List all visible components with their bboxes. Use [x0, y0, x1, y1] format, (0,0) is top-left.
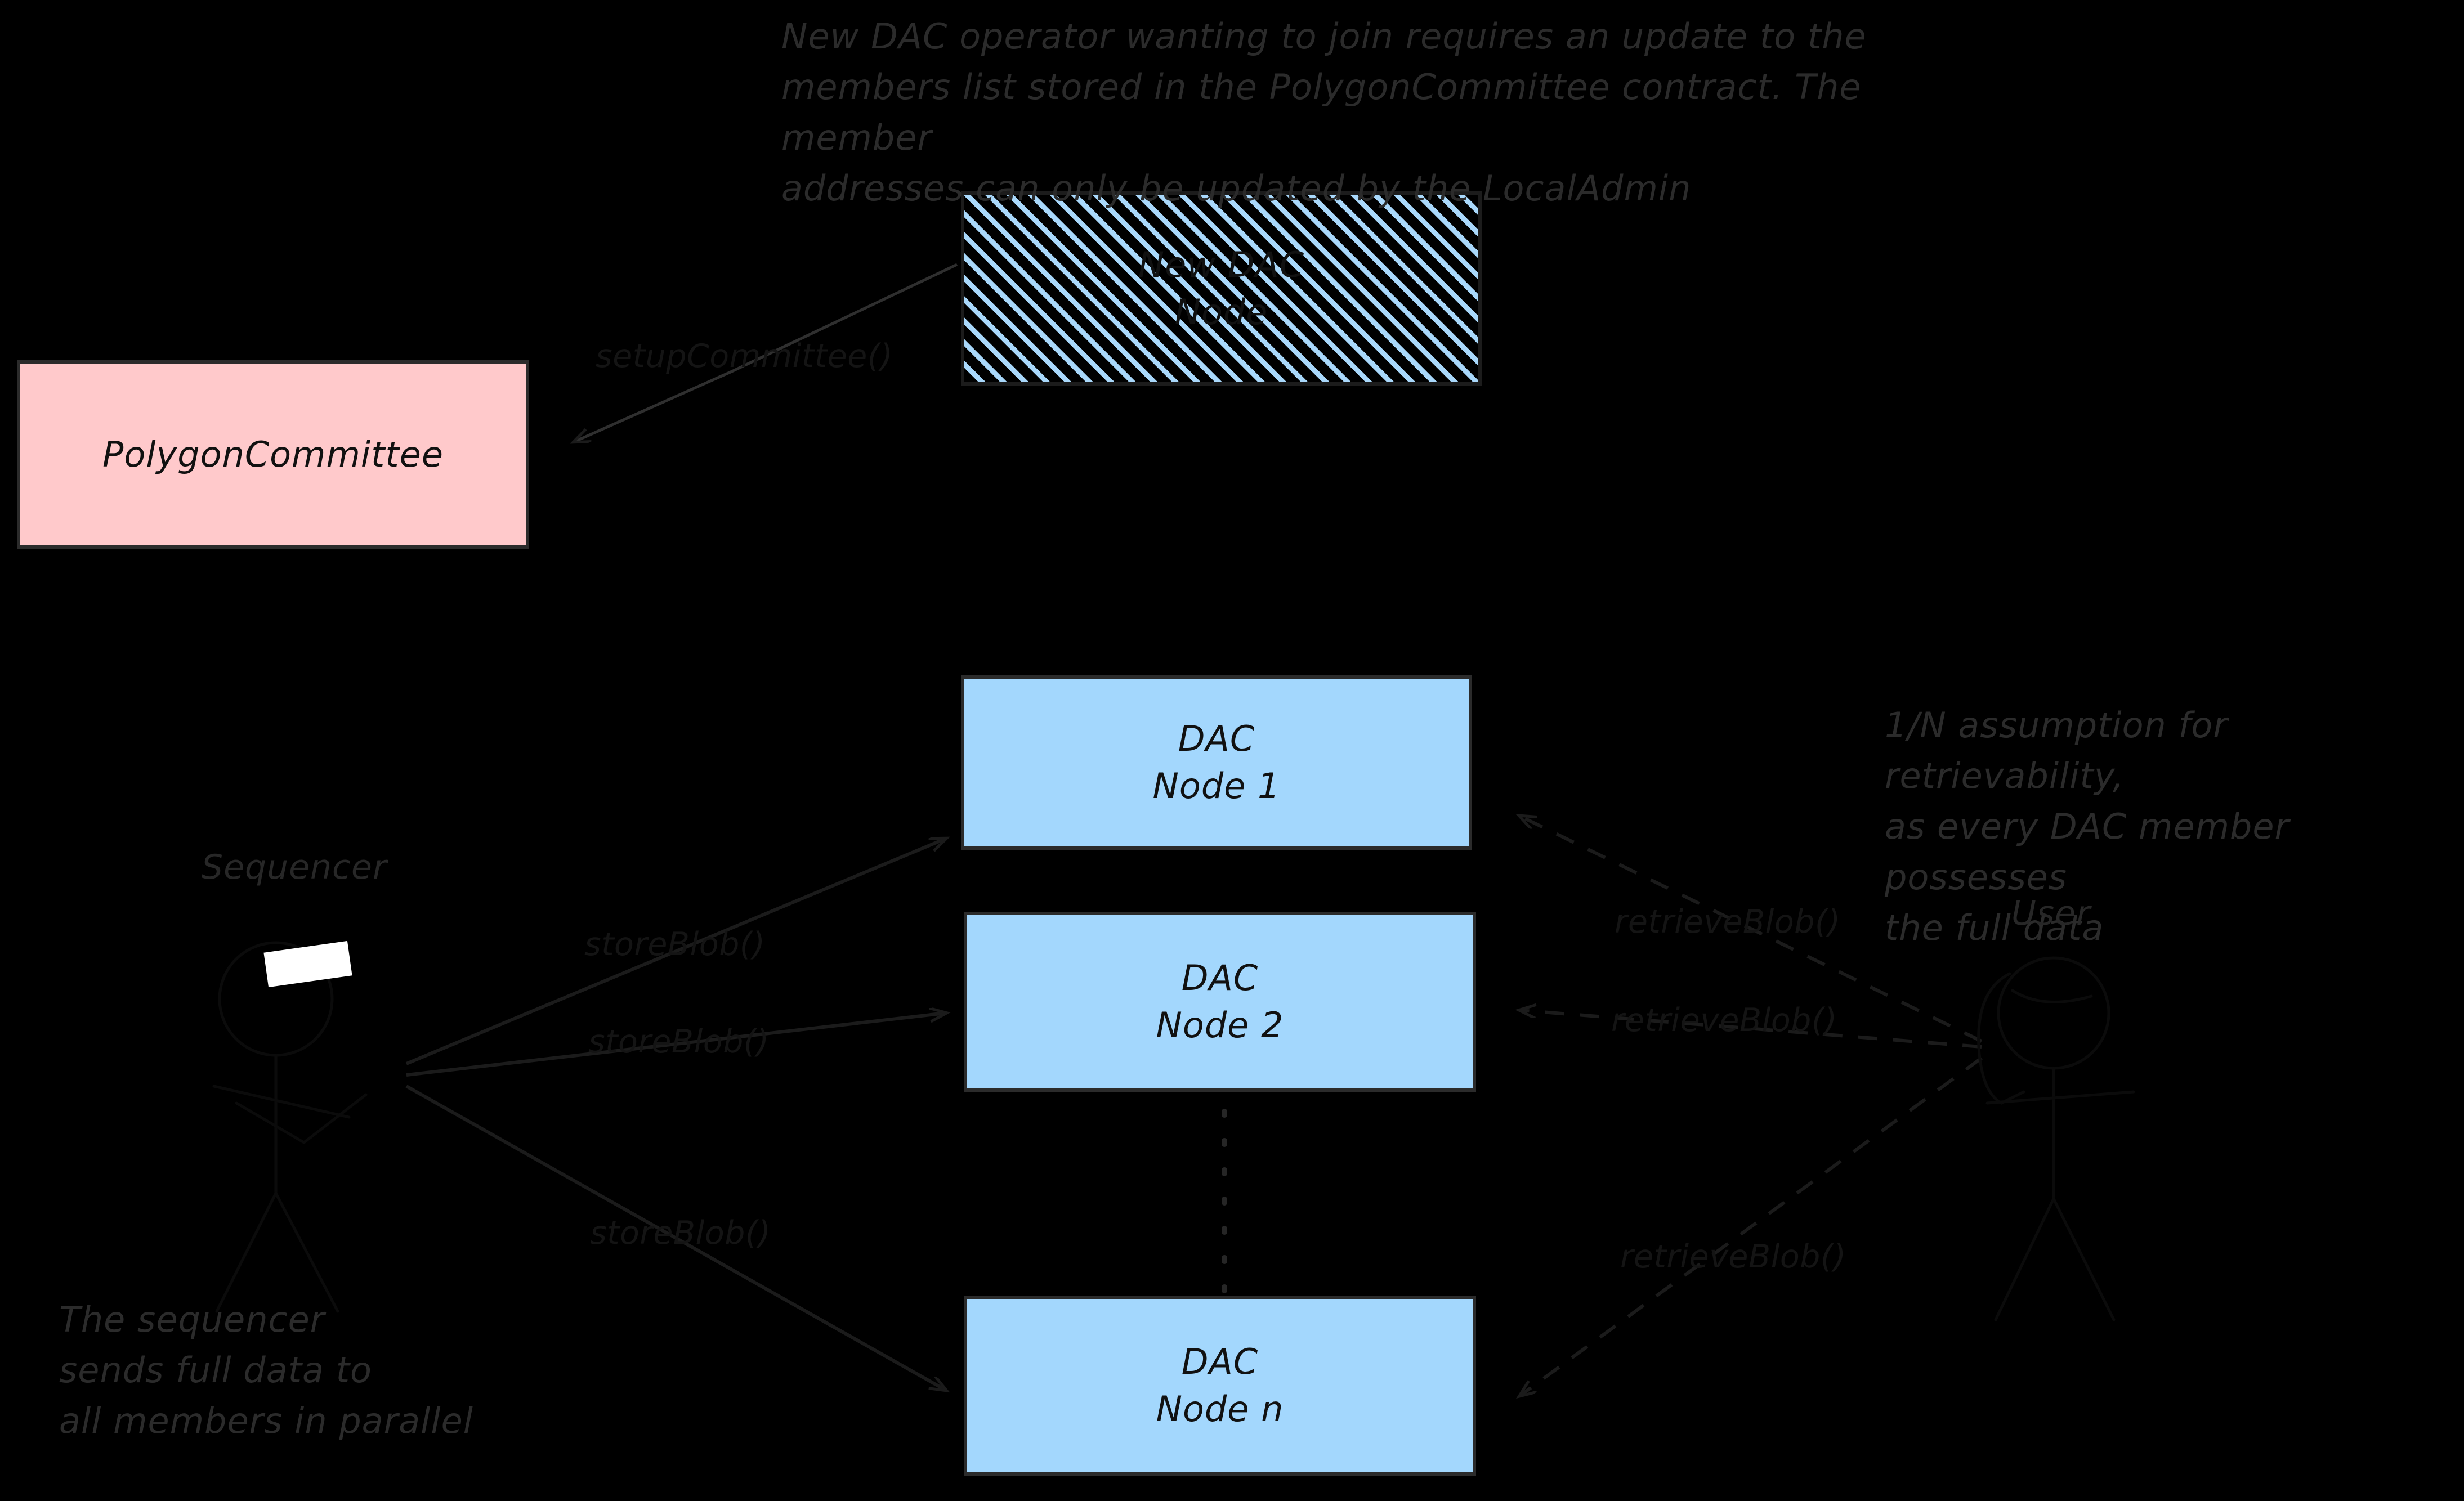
new-dac-node-box[interactable]: New DAC Node: [961, 191, 1482, 386]
sequencer-figure: [212, 941, 368, 1313]
sequencer-label: Sequencer: [202, 848, 387, 887]
edge-label-retrieve-blob-1: retrieveBlob(): [1615, 903, 1841, 940]
polygon-committee-label: PolygonCommittee: [102, 433, 444, 475]
edge-label-store-blob-1: storeBlob(): [584, 926, 766, 963]
edge-setup-committee: [574, 263, 958, 442]
edge-store-blob-1: [405, 839, 946, 1065]
dac-node-n-box[interactable]: DAC Node n: [964, 1296, 1476, 1476]
dac-node-2-box[interactable]: DAC Node 2: [964, 912, 1476, 1092]
edge-store-blob-n: [405, 1085, 946, 1390]
dac-node-2-label: DAC Node 2: [1156, 957, 1284, 1046]
polygon-committee-box[interactable]: PolygonCommittee: [17, 360, 529, 549]
user-figure: [1977, 956, 2135, 1321]
edge-label-store-blob-2: storeBlob(): [588, 1023, 770, 1060]
edge-store-blob-2: [406, 1013, 946, 1077]
dac-node-n-label: DAC Node n: [1156, 1341, 1284, 1430]
edge-label-retrieve-blob-n: retrieveBlob(): [1620, 1238, 1846, 1275]
edge-label-setup-committee: setupCommittee(): [596, 338, 893, 375]
edge-retrieve-blob-2: [1520, 1010, 1982, 1049]
dac-node-1-box[interactable]: DAC Node 1: [961, 675, 1472, 850]
top-annotation-note: New DAC operator wanting to join require…: [781, 16, 1867, 209]
user-label: User: [2011, 894, 2091, 933]
edge-label-retrieve-blob-2: retrieveBlob(): [1611, 1002, 1837, 1039]
new-dac-node-label: New DAC Node: [1138, 244, 1305, 333]
bottom-left-annotation-note: The sequencer sends full data to all mem…: [59, 1299, 473, 1441]
edge-label-store-blob-n: storeBlob(): [590, 1215, 771, 1252]
edge-retrieve-blob-n: [1520, 1056, 1983, 1396]
dac-node-1-label: DAC Node 1: [1152, 718, 1281, 806]
right-annotation-note: 1/N assumption for retrievability, as ev…: [1885, 705, 2289, 948]
edge-retrieve-blob-1: [1520, 816, 1983, 1043]
